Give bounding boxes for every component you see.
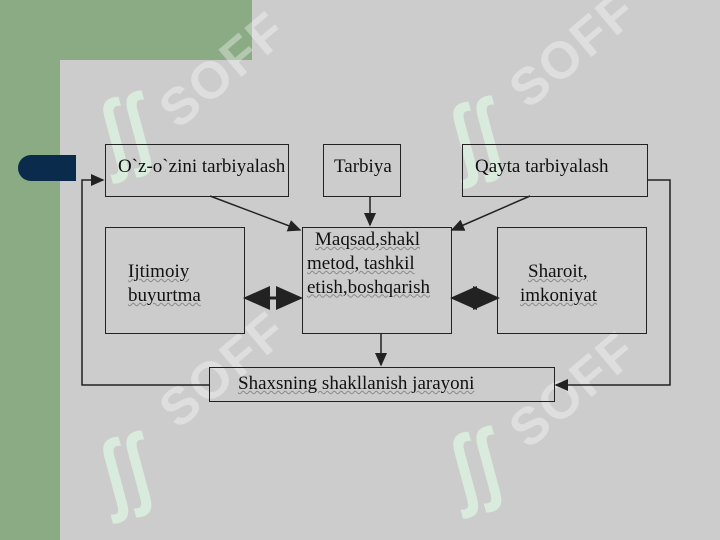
feedback-left-loop <box>81 174 209 386</box>
box-self-education: O`z-o`zini tarbiyalash <box>105 144 289 197</box>
arrow-top-left-to-center <box>209 195 302 232</box>
box-re-education-label: Qayta tarbiyalash <box>475 156 609 177</box>
box-self-education-label: O`z-o`zini tarbiyalash <box>118 156 286 177</box>
left-green-band <box>0 0 60 540</box>
box-conditions-line-1: Sharoit, <box>528 261 588 282</box>
slide-tab-marker <box>18 155 76 181</box>
box-goal-method: Maqsad,shakl metod, tashkil etish,boshqa… <box>302 227 452 334</box>
feedback-right-loop <box>554 179 671 391</box>
box-re-education: Qayta tarbiyalash <box>462 144 648 197</box>
box-social-order-line-2: buyurtma <box>128 284 201 306</box>
arrow-top-right-to-center <box>450 195 531 231</box>
box-social-order-line-1: Ijtimoiy <box>128 261 190 282</box>
box-personality-formation-label: Shaxsning shakllanish jarayoni <box>238 373 475 394</box>
top-green-band <box>0 0 252 60</box>
box-education: Tarbiya <box>323 144 401 197</box>
content-panel <box>60 60 720 540</box>
box-personality-formation: Shaxsning shakllanish jarayoni <box>209 367 555 402</box>
box-education-label: Tarbiya <box>334 156 392 177</box>
box-goal-method-line-2: metod, tashkil <box>307 252 415 274</box>
box-goal-method-line-1: Maqsad,shakl <box>315 229 421 250</box>
box-goal-method-line-3: etish,boshqarish <box>307 276 430 298</box>
box-conditions-line-2: imkoniyat <box>520 284 598 306</box>
box-conditions: Sharoit, imkoniyat <box>497 227 647 334</box>
box-social-order: Ijtimoiy buyurtma <box>105 227 245 334</box>
